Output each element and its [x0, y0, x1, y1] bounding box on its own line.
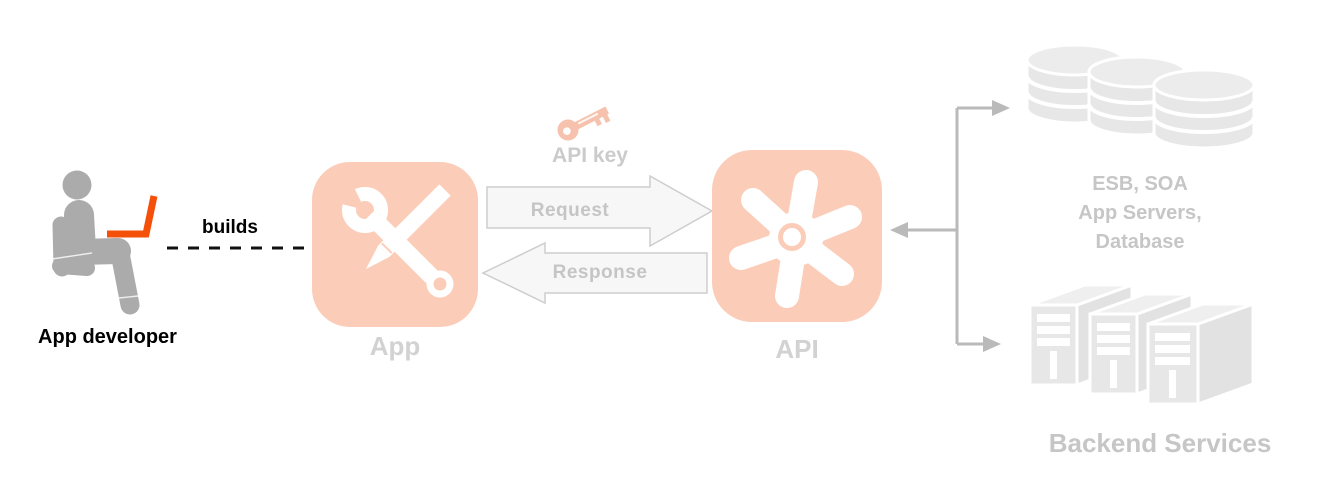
arrowhead-to-servers: [983, 336, 1001, 352]
arrowhead-to-databases: [992, 100, 1010, 116]
esb-label: ESB, SOA App Servers, Database: [1045, 170, 1235, 257]
server-tower: [1146, 301, 1255, 407]
api-icon: [712, 150, 882, 322]
response-arrow: [481, 241, 708, 305]
person-at-laptop-icon: [51, 170, 158, 315]
app-developer-label: App developer: [38, 326, 177, 348]
esb-label-line1: ESB, SOA: [1092, 173, 1188, 195]
backend-connector-arrows: [890, 100, 1010, 352]
arrowhead-to-api: [890, 222, 908, 238]
server-rack-icon: [1028, 282, 1255, 407]
api-key-label: API key: [552, 144, 628, 167]
app-icon: [312, 162, 478, 327]
builds-dashed-line: [167, 246, 315, 250]
request-label: Request: [530, 200, 610, 221]
response-label: Response: [552, 262, 648, 283]
builds-label: builds: [202, 217, 258, 238]
esb-label-line2: App Servers,: [1078, 202, 1202, 224]
pencil-icon: [366, 184, 451, 269]
app-label: App: [369, 331, 421, 361]
api-label: API: [775, 334, 819, 364]
esb-label-line3: Database: [1095, 231, 1185, 253]
backend-services-label: Backend Services: [1048, 428, 1272, 458]
laptop-icon: [107, 195, 158, 238]
key-icon: [557, 106, 611, 141]
request-arrow: [486, 174, 714, 248]
database-stack-icon: [1025, 43, 1256, 150]
wrench-icon: [334, 179, 454, 298]
